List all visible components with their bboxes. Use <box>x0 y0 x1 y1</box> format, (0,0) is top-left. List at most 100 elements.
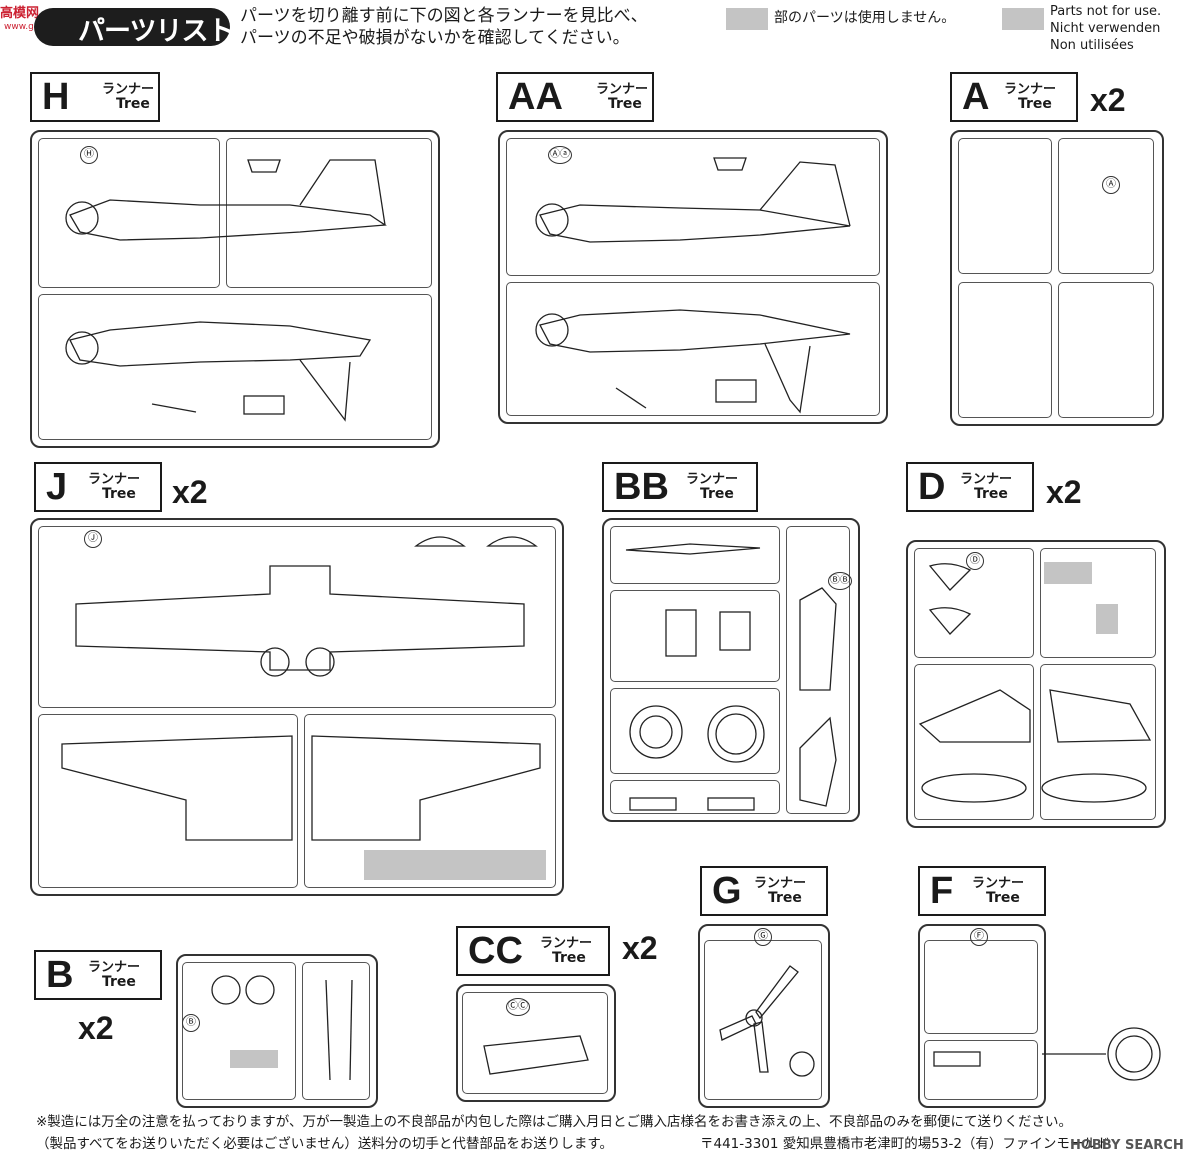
flap-part <box>918 689 1031 743</box>
runner-en: Tree <box>608 96 642 112</box>
runner-en: Tree <box>116 96 150 112</box>
runner-en: Tree <box>974 486 1008 502</box>
small-part <box>713 157 747 171</box>
sprue-frame-F <box>918 924 1046 1108</box>
sprue-mark-A: Ⓐ <box>1102 176 1120 194</box>
runner-ja: ランナー <box>88 960 141 975</box>
small-part <box>719 611 751 651</box>
legend-swatch-ja <box>726 8 768 30</box>
rod-part <box>615 387 647 409</box>
sprue-cell <box>610 688 780 774</box>
wheel-well-part <box>260 647 290 677</box>
fuselage-half-part <box>69 321 372 367</box>
ring-part <box>1107 1027 1161 1081</box>
small-part <box>707 797 755 811</box>
runner-multiplier-CC: x2 <box>622 930 658 966</box>
footer-note-1: ※製造には万全の注意を払っておりますが、万が一製造上の不良部品が内包した際はご購… <box>36 1114 1072 1130</box>
engine-cowl-part <box>65 331 99 365</box>
runner-ja: ランナー <box>972 876 1025 891</box>
gear-part <box>789 1051 815 1077</box>
propeller-part <box>625 543 761 555</box>
sprue-cell <box>38 294 432 440</box>
wing-lower-right-part <box>311 735 541 841</box>
brand-watermark: HOBBY SEARCH <box>1070 1138 1184 1153</box>
sprue-cell <box>302 962 370 1100</box>
runner-multiplier-D: x2 <box>1046 474 1082 510</box>
sprue-frame-H <box>30 130 440 448</box>
sprue-frame-A <box>950 130 1164 426</box>
fuselage-half-part <box>69 199 387 241</box>
landing-gear-part <box>349 979 353 1081</box>
small-part <box>928 563 972 591</box>
legend-en: Parts not for use. Nicht verwenden Non u… <box>1050 3 1161 54</box>
sprue-mark-BB: ⒷⒷ <box>828 572 852 590</box>
sprue-cell <box>958 282 1052 418</box>
small-part <box>247 159 281 173</box>
tail-fin-part <box>299 159 386 226</box>
sprue-frame-AA <box>498 130 888 424</box>
runner-multiplier-A: x2 <box>1090 82 1126 118</box>
intro-line-1: パーツを切り離す前に下の図と各ランナーを見比べ、 <box>240 6 648 26</box>
sprue-mark-D: Ⓓ <box>966 552 984 570</box>
legend-en-1: Parts not for use. <box>1050 4 1162 19</box>
sprue-cell <box>610 526 780 584</box>
runner-tag-H: H ランナー Tree <box>30 72 160 122</box>
intro-line-2: パーツの不足や破損がないかを確認してください。 <box>240 28 630 48</box>
cockpit-floor-part <box>483 1035 589 1075</box>
unused-parts-highlight <box>230 1050 278 1068</box>
footer-address: 〒441-3301 愛知県豊橋市老津町的場53-2（有）ファインモールド <box>700 1136 1111 1152</box>
runner-multiplier-J: x2 <box>172 474 208 510</box>
unused-parts-highlight <box>1096 604 1118 634</box>
spinner-part <box>745 1009 763 1027</box>
drop-tank-part <box>921 773 1027 803</box>
cowl-ring-part <box>707 705 765 763</box>
runner-tag-AA: AA ランナー Tree <box>496 72 654 122</box>
sprue-cell <box>610 780 780 814</box>
runner-tag-F: F ランナー Tree <box>918 866 1046 916</box>
wheel-part <box>245 975 275 1005</box>
legend-en-2: Nicht verwenden <box>1050 21 1161 36</box>
sprue-mark-H: Ⓗ <box>80 146 98 164</box>
sprue-cell <box>506 138 880 276</box>
runner-ja: ランナー <box>754 876 807 891</box>
runner-letter: F <box>930 870 954 912</box>
wheel-part <box>211 975 241 1005</box>
small-part <box>933 1051 981 1067</box>
small-part <box>928 607 972 635</box>
runner-ja: ランナー <box>540 936 593 951</box>
cowl-ring-part <box>715 713 757 755</box>
sprue-cell <box>38 714 298 888</box>
sprue-cell <box>1058 138 1154 274</box>
runner-tag-J: J ランナー Tree <box>34 462 162 512</box>
rod-part <box>151 403 197 413</box>
runner-letter: H <box>42 76 70 118</box>
drop-tank-part <box>1041 773 1147 803</box>
sprue-cell <box>924 1040 1038 1100</box>
runner-tag-D: D ランナー Tree <box>906 462 1034 512</box>
sprue-cell <box>914 548 1034 658</box>
small-part <box>486 536 538 547</box>
runner-en: Tree <box>552 950 586 966</box>
sprue-mark-F: Ⓕ <box>970 928 988 946</box>
legend-swatch-en <box>1002 8 1044 30</box>
sprue-cell <box>914 664 1034 820</box>
footer-note-2: （製品すべてをお送りいただく必要はございません）送料分の切手と代替部品をお送りし… <box>36 1136 613 1152</box>
propeller-part <box>753 1021 769 1073</box>
tail-fin-part <box>299 359 351 422</box>
page-title: パーツリスト <box>78 16 234 47</box>
runner-letter: D <box>918 466 946 508</box>
sprue-cell <box>506 282 880 416</box>
sprue-frame-G <box>698 924 830 1108</box>
runner-tag-BB: BB ランナー Tree <box>602 462 758 512</box>
small-part <box>629 797 677 811</box>
runner-en: Tree <box>768 890 802 906</box>
sprue-frame-D <box>906 540 1166 828</box>
tail-fin-part <box>759 161 851 227</box>
tail-fin-part <box>764 343 811 414</box>
sprue-cell <box>38 526 556 708</box>
runner-letter: CC <box>468 930 523 972</box>
sprue-frame-BB <box>602 518 860 822</box>
fuselage-half-part <box>539 204 851 243</box>
propeller-part <box>755 965 799 1020</box>
runner-ja: ランナー <box>1004 82 1057 97</box>
